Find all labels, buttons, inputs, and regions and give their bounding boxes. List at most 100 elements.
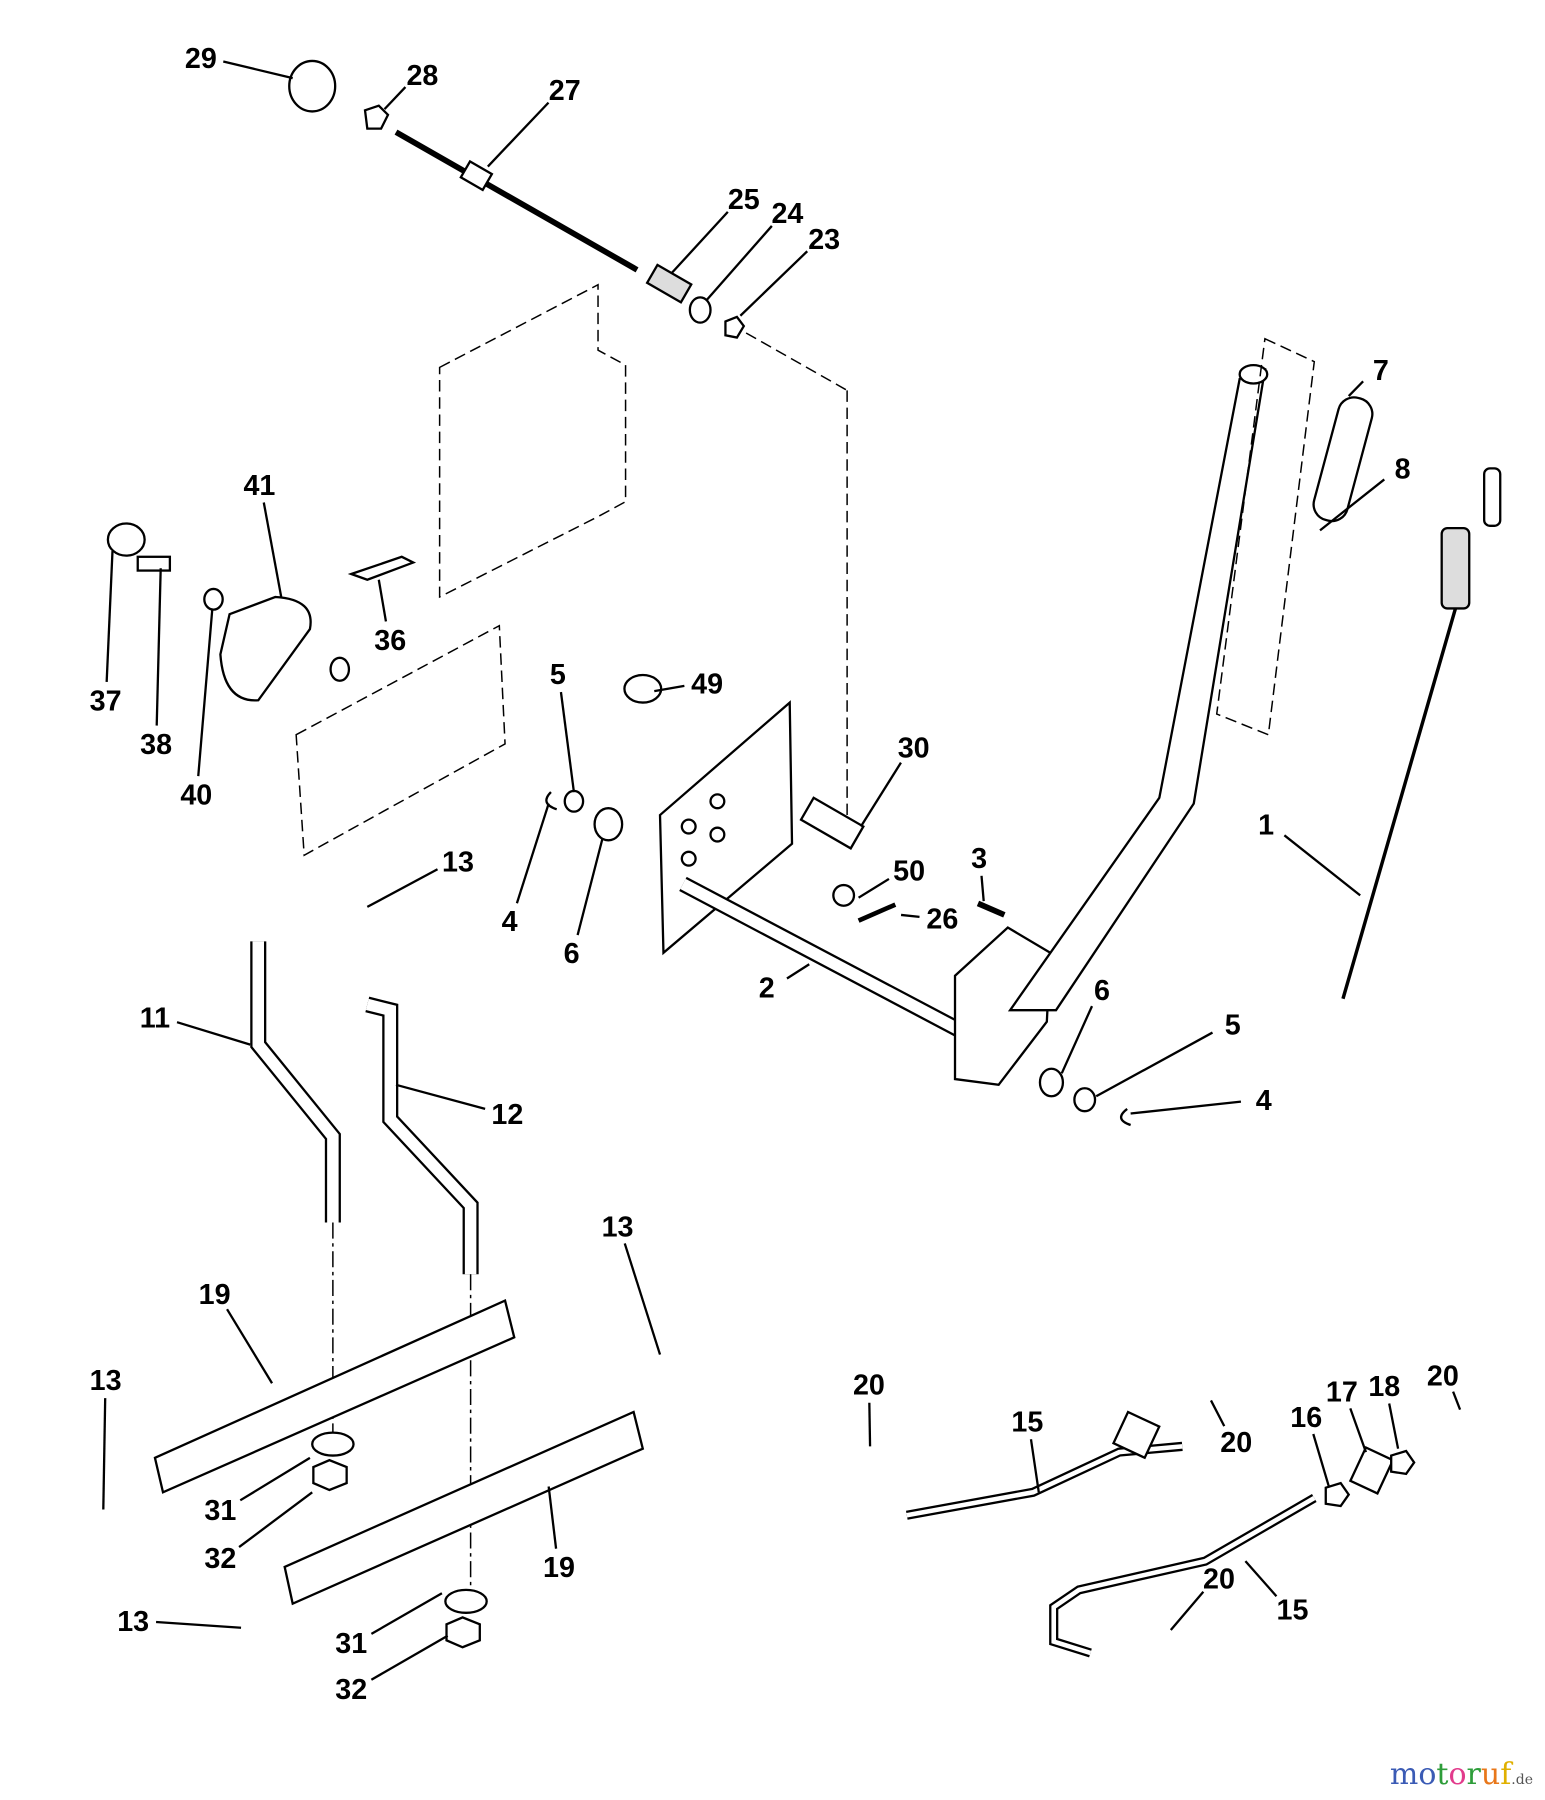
callout-36: 36 [374,625,406,657]
callout-20: 20 [1203,1564,1235,1596]
callout-13: 13 [602,1211,634,1243]
leader-line [654,684,685,693]
leader-line [1312,1433,1331,1489]
callout-19: 19 [543,1552,575,1584]
leader-line [1060,1005,1094,1074]
leader-line [739,250,809,317]
callout-32: 32 [204,1543,236,1575]
callout-28: 28 [406,60,438,92]
leader-line [395,1083,486,1111]
callout-31: 31 [204,1495,236,1527]
callout-37: 37 [90,686,122,718]
leader-line [980,875,985,902]
leader-line [1319,478,1386,532]
callout-1: 1 [1258,810,1274,842]
callout-50: 50 [893,855,925,887]
leader-line [262,502,283,598]
callout-32: 32 [335,1674,367,1706]
leader-line [670,211,729,275]
callout-27: 27 [549,75,581,107]
callout-26: 26 [926,904,958,936]
leader-line [155,568,162,726]
callout-23: 23 [808,224,840,256]
callout-6: 6 [564,938,580,970]
leader-line [1244,1560,1278,1597]
leader-line [868,1402,872,1447]
callout-6: 6 [1094,975,1110,1007]
callout-18: 18 [1368,1371,1400,1403]
leader-line [559,691,576,793]
callout-16: 16 [1290,1402,1322,1434]
callout-2: 2 [759,973,775,1005]
callout-7: 7 [1373,355,1389,387]
leader-line [1095,1031,1214,1098]
leader-line [370,1634,449,1681]
leader-line [197,608,214,777]
leader-line [366,868,439,908]
leader-line [1130,1100,1242,1115]
callout-13: 13 [117,1606,149,1638]
leader-line [1452,1391,1462,1411]
leader-line [1283,834,1361,897]
leader-line [1029,1439,1040,1493]
callout-29: 29 [185,43,217,75]
callout-31: 31 [335,1628,367,1660]
callout-15: 15 [1277,1595,1309,1627]
leader-line [1347,380,1364,397]
leader-line [859,762,902,828]
callout-19: 19 [199,1279,231,1311]
callout-49: 49 [691,668,723,700]
callout-40: 40 [180,780,212,812]
callout-24: 24 [771,198,803,230]
leader-line [786,963,810,980]
leader-line [1349,1407,1368,1453]
leader-line [547,1486,558,1549]
leader-line [383,86,407,110]
callout-20: 20 [1427,1361,1459,1393]
leader-line [155,1620,242,1629]
callout-12: 12 [491,1099,523,1131]
leader-line [1209,1399,1226,1427]
callout-4: 4 [1256,1085,1272,1117]
leader-line [623,1243,662,1355]
leader-line [102,1398,107,1510]
leader-line [487,101,550,168]
callout-20: 20 [853,1370,885,1402]
parts-drawing [106,59,1502,1658]
callout-5: 5 [1225,1009,1241,1041]
callout-25: 25 [728,184,760,216]
callout-20: 20 [1220,1427,1252,1459]
callout-11: 11 [140,1002,170,1034]
callout-17: 17 [1326,1377,1358,1409]
leader-line [105,551,114,682]
callout-13: 13 [442,846,474,878]
leader-line [857,877,890,899]
motoruf-watermark-logo: motoruf.de [1389,1757,1533,1792]
callout-38: 38 [140,729,172,761]
leader-line [239,1456,311,1502]
leader-line [576,837,604,936]
leader-line [1169,1591,1205,1631]
leader-line [705,225,773,302]
callout-3: 3 [971,843,987,875]
callout-4: 4 [502,906,518,938]
callout-5: 5 [550,659,566,691]
leader-line [223,60,293,80]
leader-line [238,1491,313,1548]
callout-8: 8 [1395,454,1411,486]
callout-41: 41 [243,470,275,502]
leader-line [900,913,920,918]
callout-13: 13 [90,1365,122,1397]
leader-line [377,579,388,622]
leader-line [176,1021,251,1046]
callout-30: 30 [898,733,930,765]
leader-line [1388,1403,1400,1449]
leader-line [226,1308,274,1384]
leader-line [515,803,550,904]
leader-lines [102,60,1462,1681]
leader-line [370,1592,443,1635]
callout-15: 15 [1011,1406,1043,1438]
